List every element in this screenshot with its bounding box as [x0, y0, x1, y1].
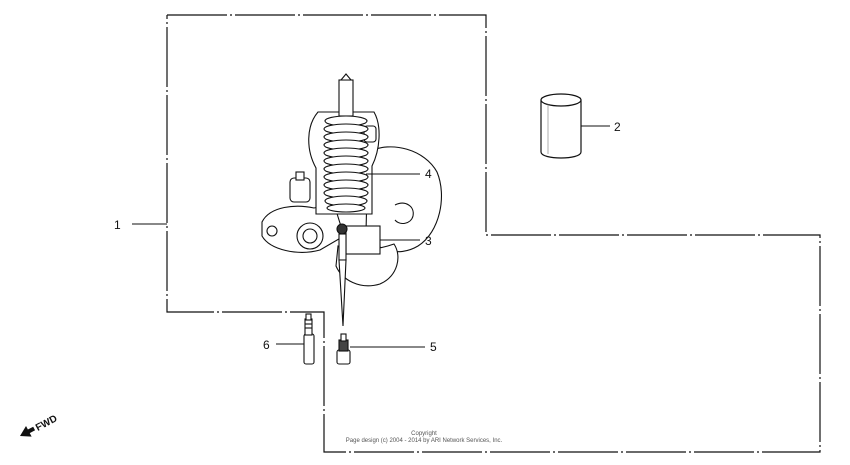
copyright-line-2: Page design (c) 2004 - 2014 by ARI Netwo… [346, 438, 503, 444]
fwd-arrow-icon: FWD [20, 413, 59, 437]
part-5-jet [336, 333, 351, 365]
copyright-line-1: Copyright [411, 431, 437, 437]
callout-4: 4 [425, 167, 432, 181]
carburetor-assembly [261, 73, 443, 327]
callout-5: 5 [430, 340, 437, 354]
callout-6: 6 [263, 338, 270, 352]
callout-1: 1 [114, 218, 121, 232]
fwd-label: FWD [34, 413, 59, 433]
callout-2: 2 [614, 120, 621, 134]
kit-boundary [166, 14, 821, 453]
callout-3: 3 [425, 234, 432, 248]
part-6-screw [303, 313, 315, 365]
part-2-cap [540, 93, 582, 159]
leader-lines [132, 125, 610, 348]
